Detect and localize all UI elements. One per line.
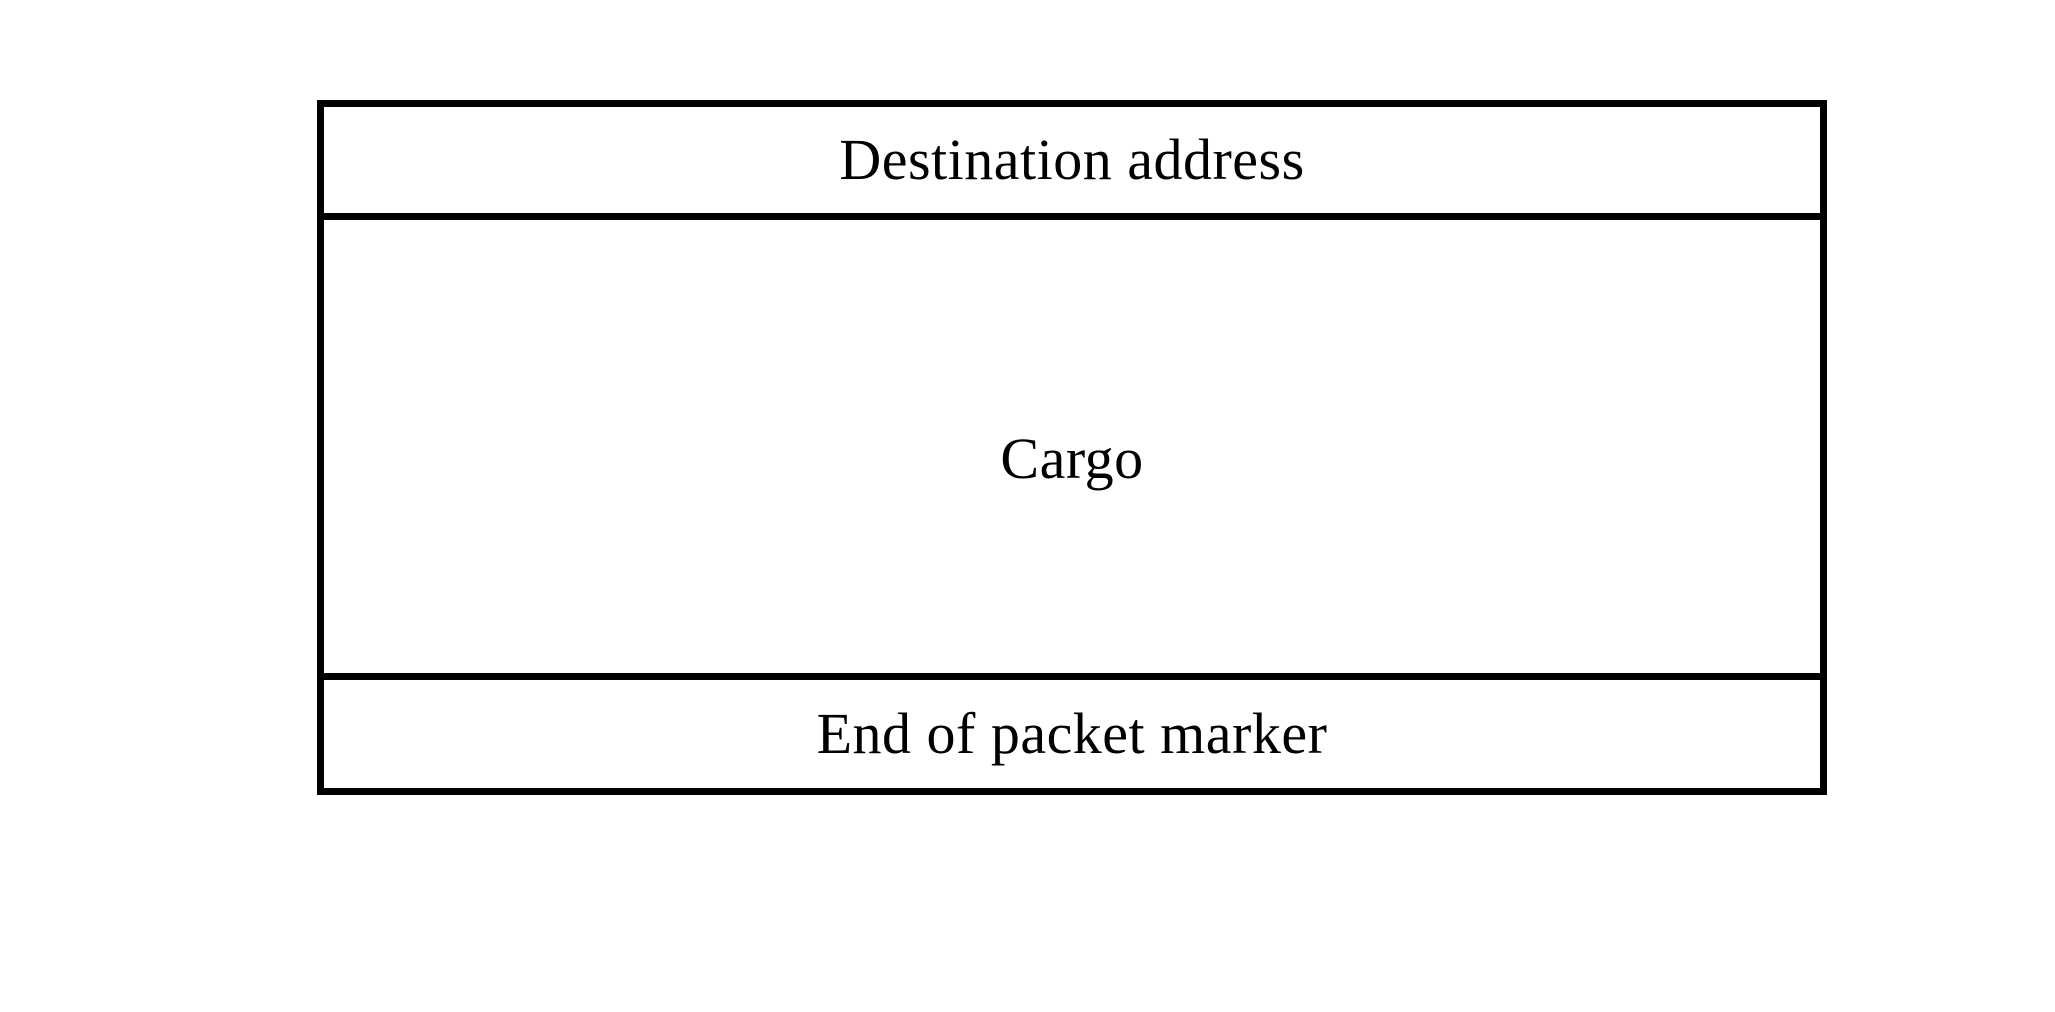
end-of-packet-marker-label: End of packet marker [816,701,1328,766]
cargo-label: Cargo [1000,425,1144,491]
packet-diagram: Destination address Cargo End of packet … [317,100,1827,795]
packet-field-destination-address: Destination address [324,107,1820,220]
destination-address-label: Destination address [839,127,1305,192]
packet-field-end-of-packet-marker: End of packet marker [324,680,1820,788]
packet-field-cargo: Cargo [324,220,1820,680]
